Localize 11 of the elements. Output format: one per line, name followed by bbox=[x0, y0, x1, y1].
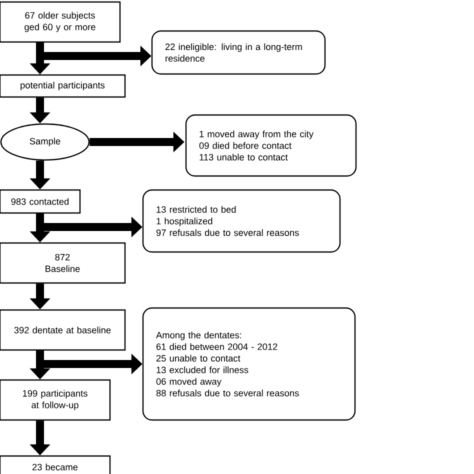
note-box: 1 moved away from the city 09 died before contact 113 unable to contact bbox=[185, 114, 357, 177]
process-box: potential participants bbox=[0, 74, 126, 98]
process-box: 199 participants at follow-up bbox=[0, 379, 111, 421]
process-box: 872 Baseline bbox=[0, 242, 126, 284]
note-box: 13 restricted to bed 1 hospitalized 97 refusals due to several reasons bbox=[142, 189, 341, 253]
process-box: 392 dentate at baseline bbox=[0, 309, 126, 351]
process-box: 67 older subjects ged 60 y or more bbox=[0, 1, 121, 43]
note-box: Among the dentates: 61 died between 2004 - 2012 25 unable to contact 13 excluded for illness 06 moved away 88 refusals due to several reasons bbox=[142, 307, 356, 421]
process-box: 983 contacted bbox=[0, 189, 81, 214]
note-box: 22 ineligible: living in a long-term residence bbox=[151, 30, 326, 75]
process-box: 23 became bbox=[0, 455, 111, 474]
